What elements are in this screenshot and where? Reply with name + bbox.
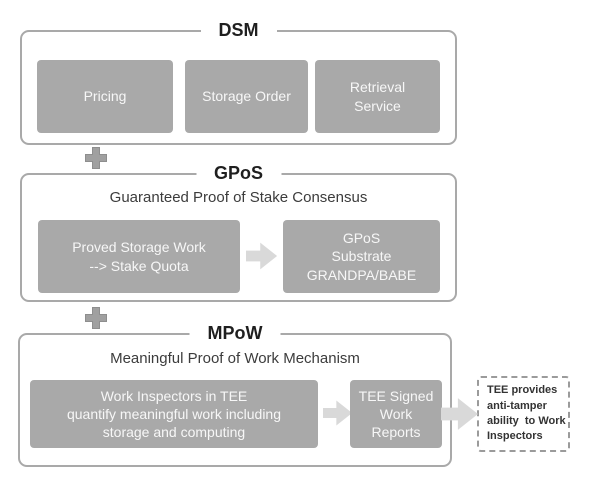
tee-signed-work-reports-box: TEE Signed Work Reports (350, 380, 442, 448)
arrow-right-icon (323, 397, 353, 429)
storage-order-box: Storage Order (185, 60, 308, 133)
arrow-right-icon (441, 397, 479, 431)
gpos-panel-title: GPoS (195, 161, 282, 185)
gpos-panel-subtitle: Guaranteed Proof of Stake Consensus (109, 189, 368, 206)
work-inspectors-box: Work Inspectors in TEE quantify meaningf… (30, 380, 318, 448)
retrieval-service-box-label: Retrieval Service (349, 79, 406, 114)
arrow-right-icon (246, 240, 278, 272)
dsm-panel: DSM Pricing Storage Order Retrieval Serv… (20, 18, 457, 145)
pricing-box: Pricing (37, 60, 173, 133)
proved-storage-work-box-label: Proved Storage Work --> Stake Quota (72, 239, 206, 274)
mpow-panel-subtitle: Meaningful Proof of Work Mechanism (110, 350, 360, 367)
plus-icon (84, 306, 108, 330)
tee-anti-tamper-note-label: TEE provides anti-tamper ability to Work… (487, 384, 566, 443)
retrieval-service-box: Retrieval Service (315, 60, 440, 133)
pricing-box-label: Pricing (83, 88, 127, 105)
proved-storage-work-box: Proved Storage Work --> Stake Quota (38, 220, 240, 293)
gpos-panel: GPoS Guaranteed Proof of Stake Consensus… (20, 161, 457, 302)
storage-order-box-label: Storage Order (202, 88, 291, 105)
tee-signed-work-reports-box-label: TEE Signed Work Reports (358, 387, 434, 441)
mpow-panel-title: MPoW (189, 321, 281, 345)
tee-anti-tamper-note: TEE provides anti-tamper ability to Work… (477, 376, 570, 452)
plus-icon (84, 146, 108, 170)
gpos-substrate-box: GPoS Substrate GRANDPA/BABE (283, 220, 440, 293)
work-inspectors-box-label: Work Inspectors in TEE quantify meaningf… (66, 387, 281, 441)
dsm-panel-title: DSM (200, 18, 277, 42)
gpos-substrate-box-label: GPoS Substrate GRANDPA/BABE (306, 230, 417, 283)
mpow-panel: MPoW Meaningful Proof of Work Mechanism … (18, 321, 452, 467)
